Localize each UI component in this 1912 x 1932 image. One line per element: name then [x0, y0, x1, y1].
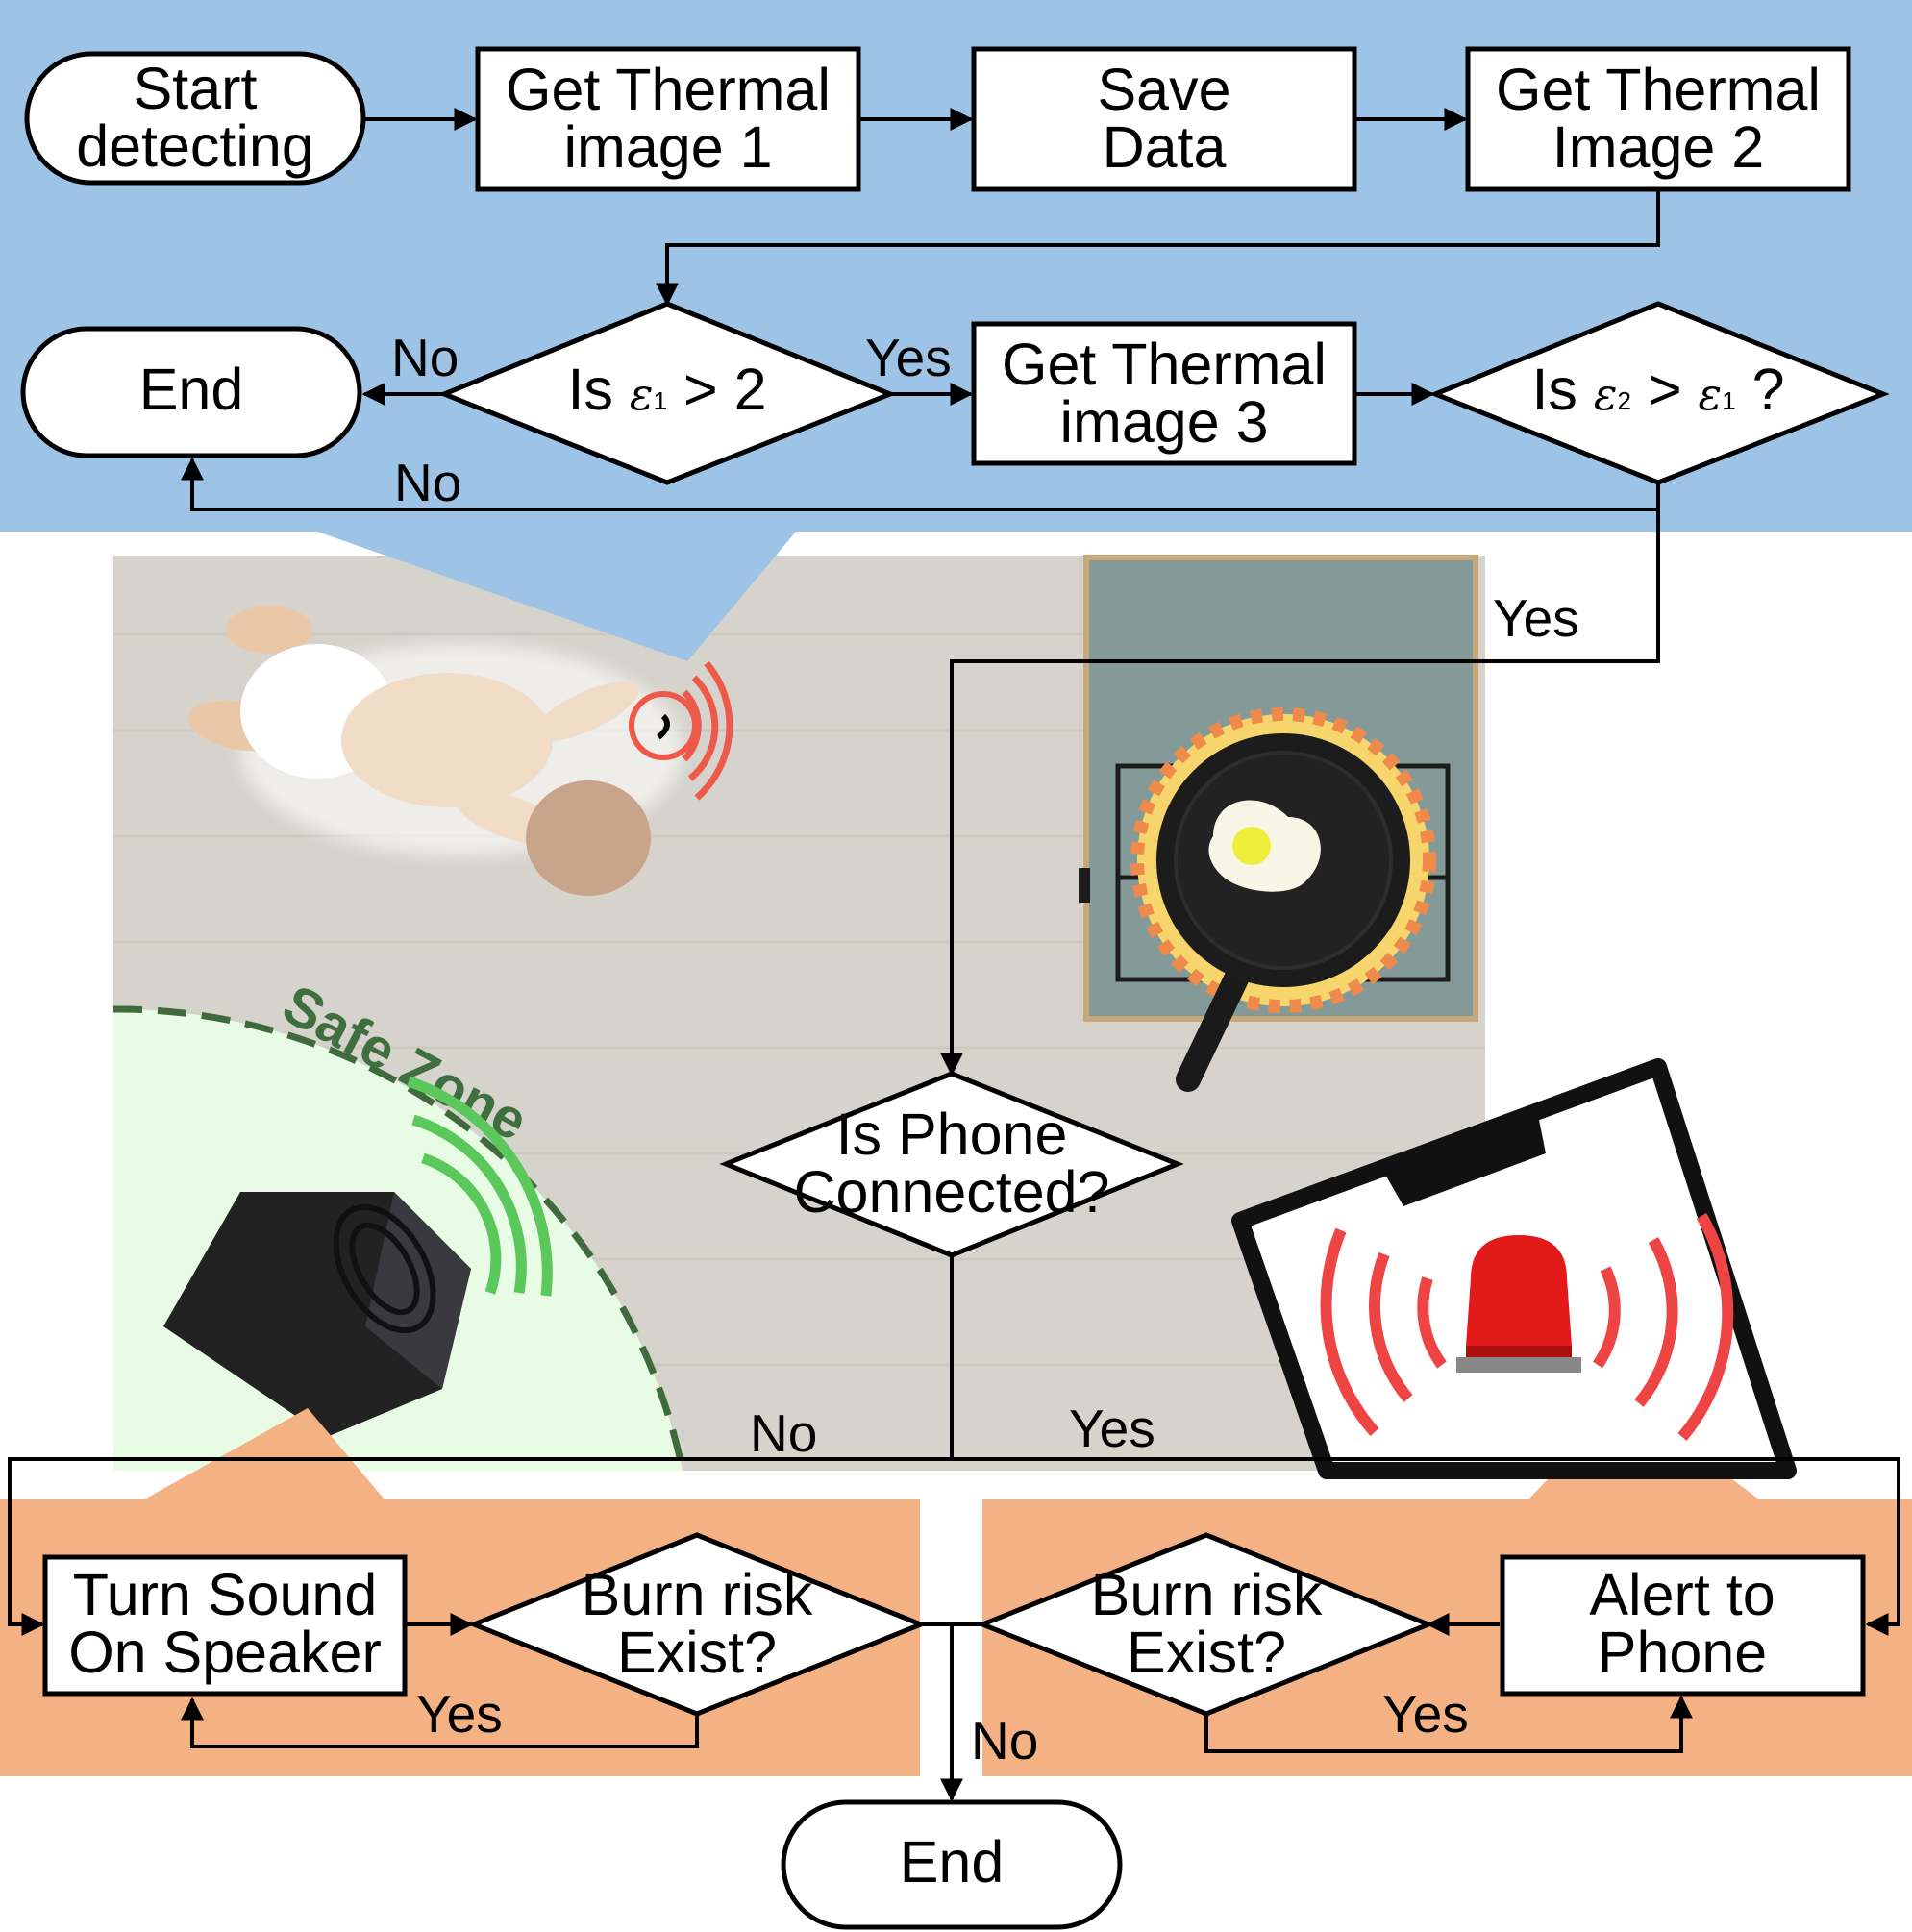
label-d1-no: No — [391, 328, 459, 387]
label-burn-right-yes: Yes — [1382, 1684, 1469, 1744]
node-label-line: Get Thermal — [1496, 57, 1821, 122]
node-label-line: Image 2 — [1552, 114, 1764, 180]
egg-yolk — [1232, 827, 1271, 865]
baby-cry-icon — [629, 660, 733, 801]
label-burn-left-yes: Yes — [416, 1684, 503, 1744]
baby-illustration — [187, 606, 683, 896]
node-label-line: Get Thermal — [1002, 332, 1327, 397]
end-node-bottom: End — [781, 1799, 1123, 1930]
alarm-siren-icon — [1320, 1212, 1734, 1441]
svg-text:End: End — [139, 357, 244, 422]
connectors — [8, 108, 1900, 1802]
label-d2-yes: Yes — [1493, 588, 1579, 648]
speaker-sound-waves-icon — [407, 1076, 553, 1297]
node-label-line: image 1 — [563, 114, 772, 180]
node-label-line: On Speaker — [68, 1620, 382, 1685]
node-label-line: detecting — [76, 113, 314, 179]
node-label-line: Turn Sound — [73, 1562, 378, 1627]
speaker-illustration — [163, 1192, 471, 1437]
node-label-line: Burn risk — [582, 1562, 813, 1627]
decision-epsilon2-node: Is ε2 > ε1 ? — [1428, 301, 1890, 485]
orange-callout-tail-left — [144, 1408, 385, 1499]
label-phone-no: No — [750, 1403, 817, 1463]
safe-zone-boundary — [112, 1005, 686, 1472]
frying-pan-handle — [1176, 958, 1253, 1092]
node-label-line: Is Phone — [836, 1102, 1068, 1167]
label-d1-yes: Yes — [865, 328, 952, 387]
node-label-line: Exist? — [617, 1620, 777, 1685]
node-label-line: Exist? — [1127, 1620, 1286, 1685]
decision-epsilon1-node: Is ε1 > 2 — [437, 301, 897, 485]
svg-text:End: End — [900, 1829, 1005, 1895]
svg-text:Is ε2 > ε1 ?: Is ε2 > ε1 ? — [1531, 357, 1784, 422]
node-label-line: Data — [1103, 114, 1227, 180]
node-label-line: Get Thermal — [506, 57, 831, 122]
label-d2-no: No — [394, 453, 461, 512]
stove-knob — [1079, 868, 1090, 903]
node-label-line: Connected? — [794, 1159, 1110, 1225]
node-label-line: Start — [134, 56, 258, 121]
blue-callout-tail — [317, 532, 796, 661]
node-label-line: Save — [1097, 57, 1230, 122]
label-phone-yes: Yes — [1069, 1399, 1155, 1458]
svg-text:Is ε1 > 2: Is ε1 > 2 — [567, 357, 766, 422]
end-node-top: End — [20, 326, 362, 458]
node-label-line: image 3 — [1059, 389, 1268, 455]
label-burn-no: No — [971, 1711, 1038, 1771]
node-label-line: Alert to — [1589, 1562, 1775, 1627]
node-label-line: Burn risk — [1091, 1562, 1323, 1627]
node-label-line: Phone — [1598, 1620, 1767, 1685]
